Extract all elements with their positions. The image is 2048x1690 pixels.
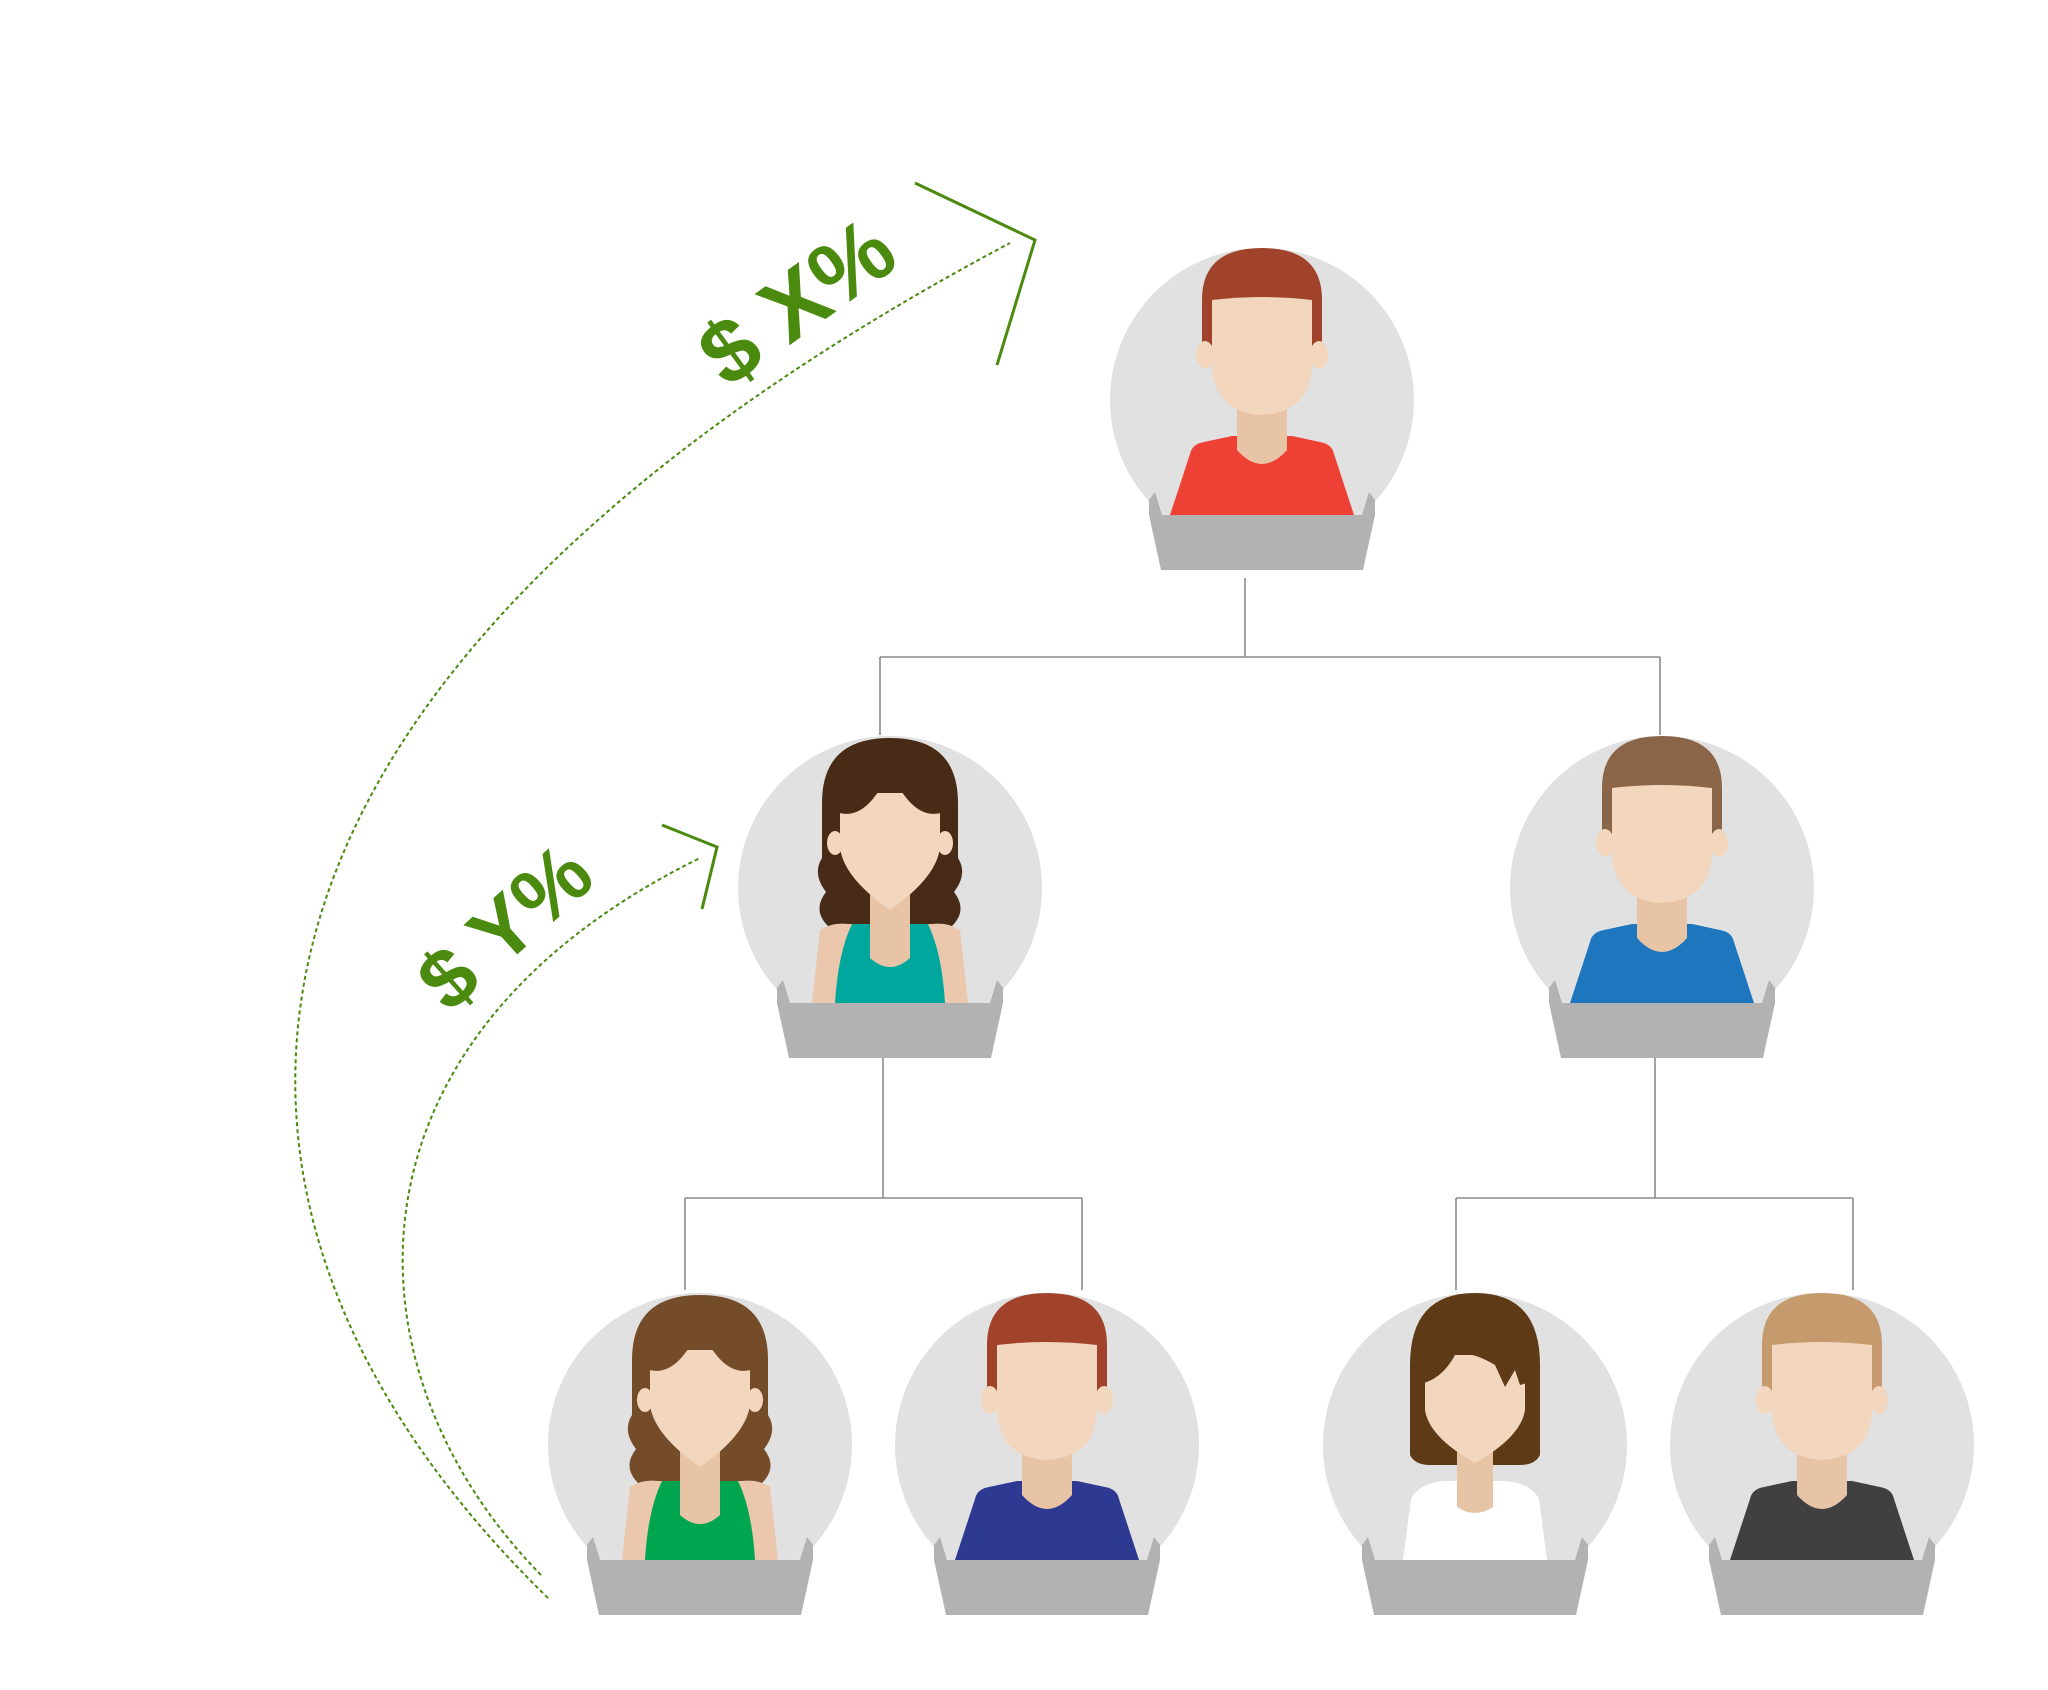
connector-left-manager-to-leaves xyxy=(684,1058,1083,1290)
avatar-male-red-shirt-icon xyxy=(1170,248,1354,515)
avatar-female-white-top-icon xyxy=(1403,1293,1547,1560)
pedestal xyxy=(1549,1003,1775,1058)
member-node-leaf-2[interactable] xyxy=(895,1293,1199,1615)
direct-flow-arrowhead xyxy=(661,823,719,910)
member-node-root[interactable] xyxy=(1110,248,1414,570)
tree-connectors xyxy=(684,578,1854,1290)
pedestal xyxy=(587,1560,813,1615)
pedestal xyxy=(1149,515,1375,570)
avatar-male-dark-shirt-icon xyxy=(1730,1293,1914,1560)
connector-root-to-managers xyxy=(879,578,1661,735)
member-node-leaf-3[interactable] xyxy=(1323,1293,1627,1615)
member-nodes xyxy=(548,248,1974,1615)
pedestal xyxy=(934,1560,1160,1615)
connector-right-manager-to-leaves xyxy=(1455,1058,1854,1290)
member-node-leaf-4[interactable] xyxy=(1670,1293,1974,1615)
member-node-right-manager[interactable] xyxy=(1510,736,1814,1058)
avatar-male-blue-shirt-icon xyxy=(1570,736,1754,1003)
commission-flows xyxy=(294,181,1037,1599)
direct-flow-dotted-curve xyxy=(401,857,701,1576)
upline-commission-label: $ X% xyxy=(681,199,914,406)
avatar-male-navy-shirt-icon xyxy=(955,1293,1139,1560)
pedestal xyxy=(1709,1560,1935,1615)
pedestal xyxy=(1362,1560,1588,1615)
avatar-female-green-top-icon xyxy=(622,1295,778,1560)
direct-commission-label: $ Y% xyxy=(399,825,610,1028)
upline-flow-arrowhead xyxy=(914,181,1037,366)
member-node-left-manager[interactable] xyxy=(738,736,1042,1058)
avatar-female-teal-top-icon xyxy=(812,738,968,1003)
pedestal xyxy=(777,1003,1003,1058)
member-node-leaf-1[interactable] xyxy=(548,1293,852,1615)
upline-flow-dotted-curve xyxy=(294,242,1011,1599)
